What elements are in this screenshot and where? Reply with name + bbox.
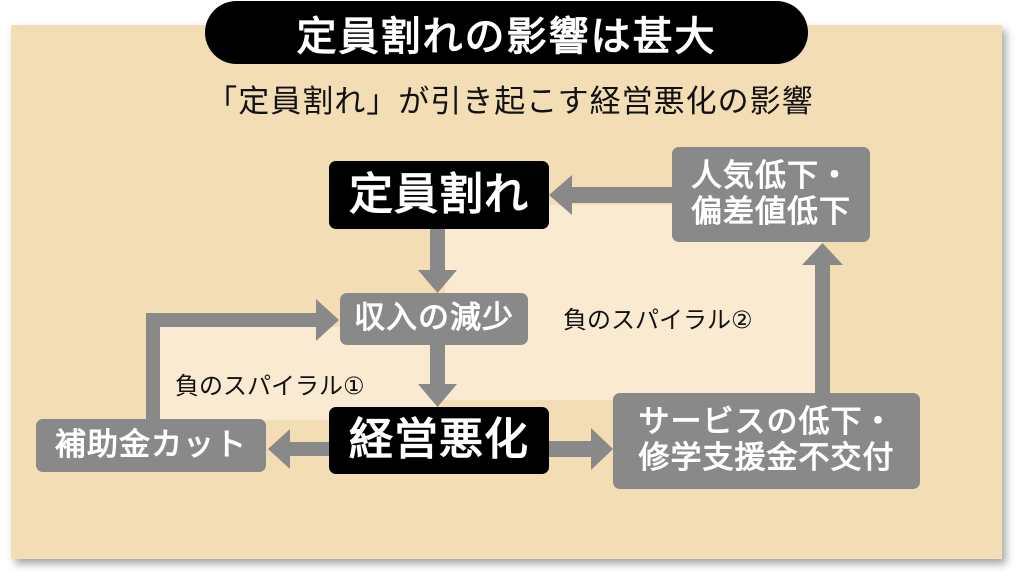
node-popularity-decline: 人気低下・ 偏差値低下: [672, 147, 870, 242]
node-service-decline: サービスの低下・ 修学支援金不交付: [613, 393, 920, 489]
spiral-1-label: 負のスパイラル①: [175, 372, 365, 400]
arrow-income-to-management: [418, 345, 457, 407]
node-under-enrollment: 定員割れ: [329, 161, 549, 229]
node-subsidy-cut: 補助金カット: [36, 419, 266, 472]
spiral-1-region: [160, 327, 437, 420]
node-popularity-decline-line2: 偏差値低下: [691, 193, 851, 230]
node-under-enrollment-label: 定員割れ: [349, 168, 529, 220]
subtitle: 「定員割れ」が引き起こす経営悪化の影響: [206, 84, 814, 120]
node-income-decrease: 収入の減少: [340, 293, 528, 345]
node-subsidy-cut-label: 補助金カット: [55, 426, 247, 463]
node-service-decline-line2: 修学支援金不交付: [638, 440, 895, 476]
spiral-2-region: [445, 205, 822, 400]
arrow-popularity-to-enrollment: [549, 175, 672, 215]
page-title: 定員割れの影響は甚大: [205, 1, 808, 64]
arrow-subsidy-to-income: [146, 299, 339, 419]
spiral-2-label: 負のスパイラル②: [563, 306, 753, 334]
arrow-management-to-subsidy: [268, 429, 329, 469]
node-management-deterioration: 経営悪化: [329, 407, 549, 474]
title-text: 定員割れの影響は甚大: [296, 13, 717, 60]
node-management-deterioration-label: 経営悪化: [349, 414, 529, 466]
arrow-service-to-popularity: [802, 243, 843, 393]
arrow-management-to-service: [549, 428, 613, 470]
node-popularity-decline-line1: 人気低下・: [691, 157, 851, 194]
node-income-decrease-label: 収入の減少: [354, 300, 514, 337]
node-service-decline-line1: サービスの低下・: [638, 404, 895, 441]
arrow-enrollment-to-income: [418, 229, 457, 293]
